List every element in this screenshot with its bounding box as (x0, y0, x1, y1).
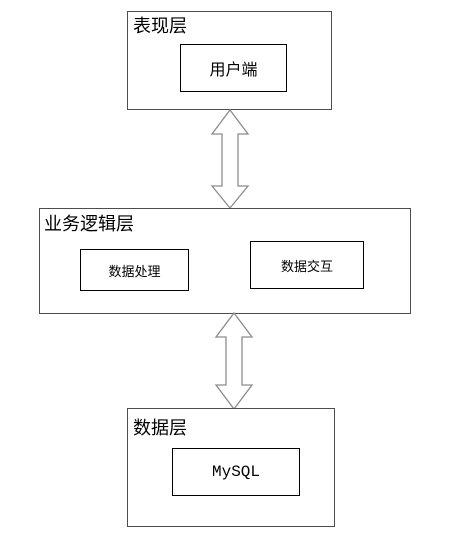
bidirectional-arrow-lower (214, 311, 254, 411)
data-processing-component: 数据处理 (80, 249, 189, 291)
data-layer-title: 数据层 (133, 418, 187, 439)
presentation-layer-box: 表现层 用户端 (127, 11, 332, 110)
mysql-component: MySQL (172, 448, 300, 496)
client-component: 用户端 (180, 44, 287, 92)
data-interaction-component: 数据交互 (250, 241, 364, 289)
bidirectional-arrow-upper (210, 108, 250, 210)
business-logic-layer-title: 业务逻辑层 (44, 214, 134, 235)
data-layer-box: 数据层 MySQL (127, 408, 335, 527)
business-logic-layer-box: 业务逻辑层 数据处理 数据交互 (39, 208, 411, 314)
presentation-layer-title: 表现层 (133, 16, 187, 37)
